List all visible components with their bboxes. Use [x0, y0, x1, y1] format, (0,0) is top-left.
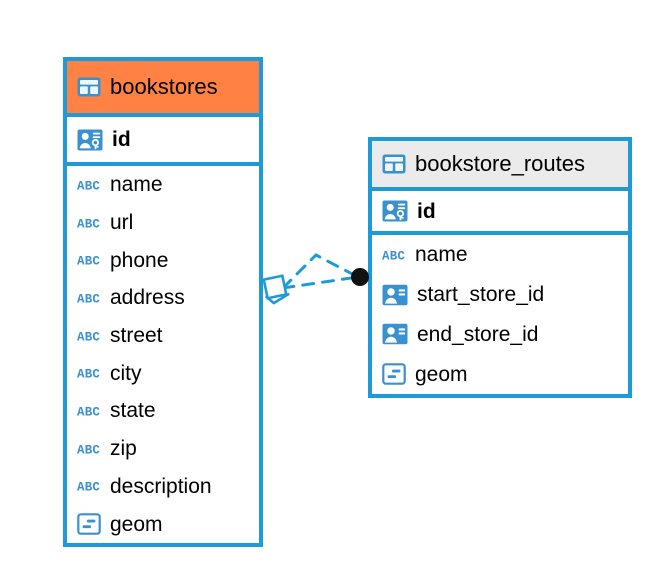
field-row-street[interactable]: ABC street: [67, 317, 259, 355]
foreign-key-icon: [382, 324, 408, 345]
field-row-state[interactable]: ABC state: [67, 392, 259, 430]
entity-bookstore-routes[interactable]: bookstore_routes id: [368, 137, 632, 398]
svg-text:ABC: ABC: [77, 293, 100, 306]
svg-text:ABC: ABC: [77, 406, 100, 419]
svg-text:ABC: ABC: [77, 217, 100, 230]
field-row-primary-key[interactable]: id: [67, 117, 259, 162]
entity-title: bookstores: [110, 74, 218, 99]
svg-text:ABC: ABC: [382, 249, 405, 262]
field-row-name[interactable]: ABC name: [67, 166, 259, 204]
svg-text:ABC: ABC: [77, 255, 100, 268]
table-icon: [77, 77, 101, 97]
entity-field-list-bookstore-routes: id ABC name start_store_id: [372, 191, 628, 394]
field-label: id: [417, 199, 436, 223]
primary-key-icon: [382, 200, 408, 222]
primary-key-divider: [372, 231, 628, 235]
field-label: address: [110, 286, 185, 310]
text-type-icon: ABC: [382, 249, 405, 262]
svg-text:ABC: ABC: [77, 443, 100, 456]
field-row-city[interactable]: ABC city: [67, 354, 259, 392]
field-row-end-store-id[interactable]: end_store_id: [372, 315, 628, 355]
entity-header-bookstores[interactable]: bookstores: [67, 61, 259, 113]
text-type-icon: ABC: [77, 293, 100, 306]
entity-field-list-bookstores: id ABC name ABC url ABC phone: [67, 117, 259, 543]
svg-text:ABC: ABC: [77, 330, 100, 343]
field-label: geom: [415, 362, 468, 386]
field-label: name: [415, 243, 468, 267]
field-row-primary-key[interactable]: id: [372, 191, 628, 231]
text-type-icon: ABC: [77, 217, 100, 230]
entity-title: bookstore_routes: [415, 151, 585, 176]
text-type-icon: ABC: [77, 368, 100, 381]
field-row-url[interactable]: ABC url: [67, 204, 259, 242]
svg-text:ABC: ABC: [77, 179, 100, 192]
field-label: id: [112, 128, 131, 151]
field-row-zip[interactable]: ABC zip: [67, 430, 259, 468]
field-label: url: [110, 211, 134, 235]
entity-bookstores[interactable]: bookstores id ABC: [63, 57, 263, 547]
field-label: phone: [110, 248, 169, 272]
field-row-description[interactable]: ABC description: [67, 468, 259, 506]
field-label: city: [110, 361, 142, 385]
field-row-start-store-id[interactable]: start_store_id: [372, 275, 628, 315]
field-row-geom[interactable]: geom: [372, 354, 628, 394]
geometry-type-icon: [382, 363, 406, 385]
field-label: name: [110, 173, 163, 197]
text-type-icon: ABC: [77, 443, 100, 456]
svg-text:ABC: ABC: [77, 368, 100, 381]
text-type-icon: ABC: [77, 179, 100, 192]
field-row-address[interactable]: ABC address: [67, 279, 259, 317]
field-label: street: [110, 324, 163, 348]
svg-text:ABC: ABC: [77, 481, 100, 494]
geometry-type-icon: [77, 513, 101, 535]
field-label: start_store_id: [417, 283, 545, 307]
header-divider: [67, 113, 259, 117]
entity-header-bookstore-routes[interactable]: bookstore_routes: [372, 141, 628, 187]
field-row-phone[interactable]: ABC phone: [67, 241, 259, 279]
foreign-key-icon: [382, 284, 408, 305]
table-icon: [382, 154, 406, 174]
text-type-icon: ABC: [77, 330, 100, 343]
field-label: zip: [110, 437, 137, 461]
text-type-icon: ABC: [77, 406, 100, 419]
text-type-icon: ABC: [77, 255, 100, 268]
primary-key-icon: [77, 129, 103, 150]
field-label: description: [110, 474, 212, 498]
field-label: end_store_id: [417, 322, 539, 346]
zero-or-one-diamond-marker: [262, 274, 290, 305]
relationship-edge-start-store[interactable]: [281, 253, 360, 290]
header-divider: [372, 187, 628, 191]
field-label: geom: [110, 512, 163, 536]
field-row-name[interactable]: ABC name: [372, 235, 628, 275]
relationship-edge-end-store[interactable]: [281, 275, 360, 290]
field-label: state: [110, 399, 156, 423]
text-type-icon: ABC: [77, 481, 100, 494]
many-dot-marker: [351, 268, 369, 286]
primary-key-divider: [67, 162, 259, 166]
field-row-geom[interactable]: geom: [67, 505, 259, 543]
